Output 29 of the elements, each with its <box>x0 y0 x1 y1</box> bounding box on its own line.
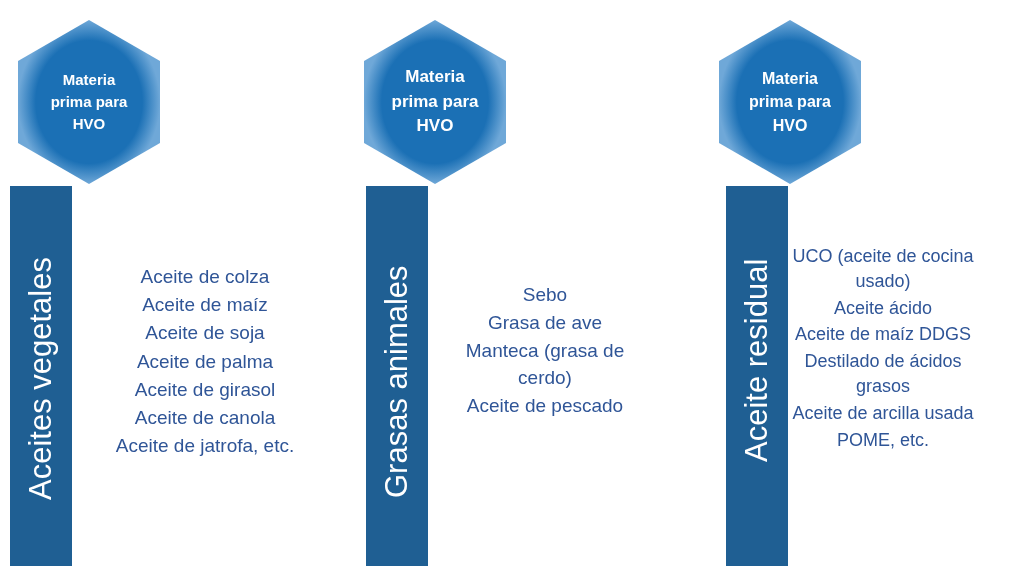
list-item: UCO (aceite de cocina usado) <box>792 245 974 293</box>
bar-title: Aceites vegetales <box>23 257 59 500</box>
list-item: Aceite de maíz <box>141 293 269 318</box>
list-item: Destilado de ácidos grasos <box>803 350 963 399</box>
list-item: Grasa de ave <box>486 311 604 336</box>
hexagon-badge <box>717 18 863 186</box>
list-item: Aceite de jatrofa, etc. <box>114 434 296 459</box>
list-item: Aceite de canola <box>133 406 277 431</box>
badge-text: Materia prima para HVO <box>390 66 480 138</box>
list-item: Aceite ácido <box>832 296 934 320</box>
list-item: Aceite de soja <box>144 321 266 346</box>
badge-text: Materia prima para HVO <box>748 69 832 136</box>
list-item: Aceite de arcilla usada <box>792 401 974 425</box>
vertical-bar <box>10 186 72 566</box>
list-item: Manteca (grasa de cerdo) <box>464 339 626 390</box>
hexagon-badge <box>362 18 508 186</box>
list-item: Aceite de colza <box>139 265 271 289</box>
hexagon-badge <box>16 18 162 186</box>
bar-title: Aceite residual <box>739 258 775 462</box>
vertical-bar <box>726 186 788 566</box>
vertical-bar <box>366 186 428 566</box>
badge-text: Materia prima para HVO <box>49 70 129 134</box>
list-item: POME, etc. <box>836 428 930 452</box>
list-item: Aceite de maíz DDGS <box>793 323 973 347</box>
list-item: Aceite de pescado <box>465 393 625 418</box>
list-item: Aceite de palma <box>135 349 275 374</box>
list-item: Sebo <box>521 283 569 307</box>
list-item: Aceite de girasol <box>133 377 277 402</box>
bar-title: Grasas animales <box>379 265 415 498</box>
